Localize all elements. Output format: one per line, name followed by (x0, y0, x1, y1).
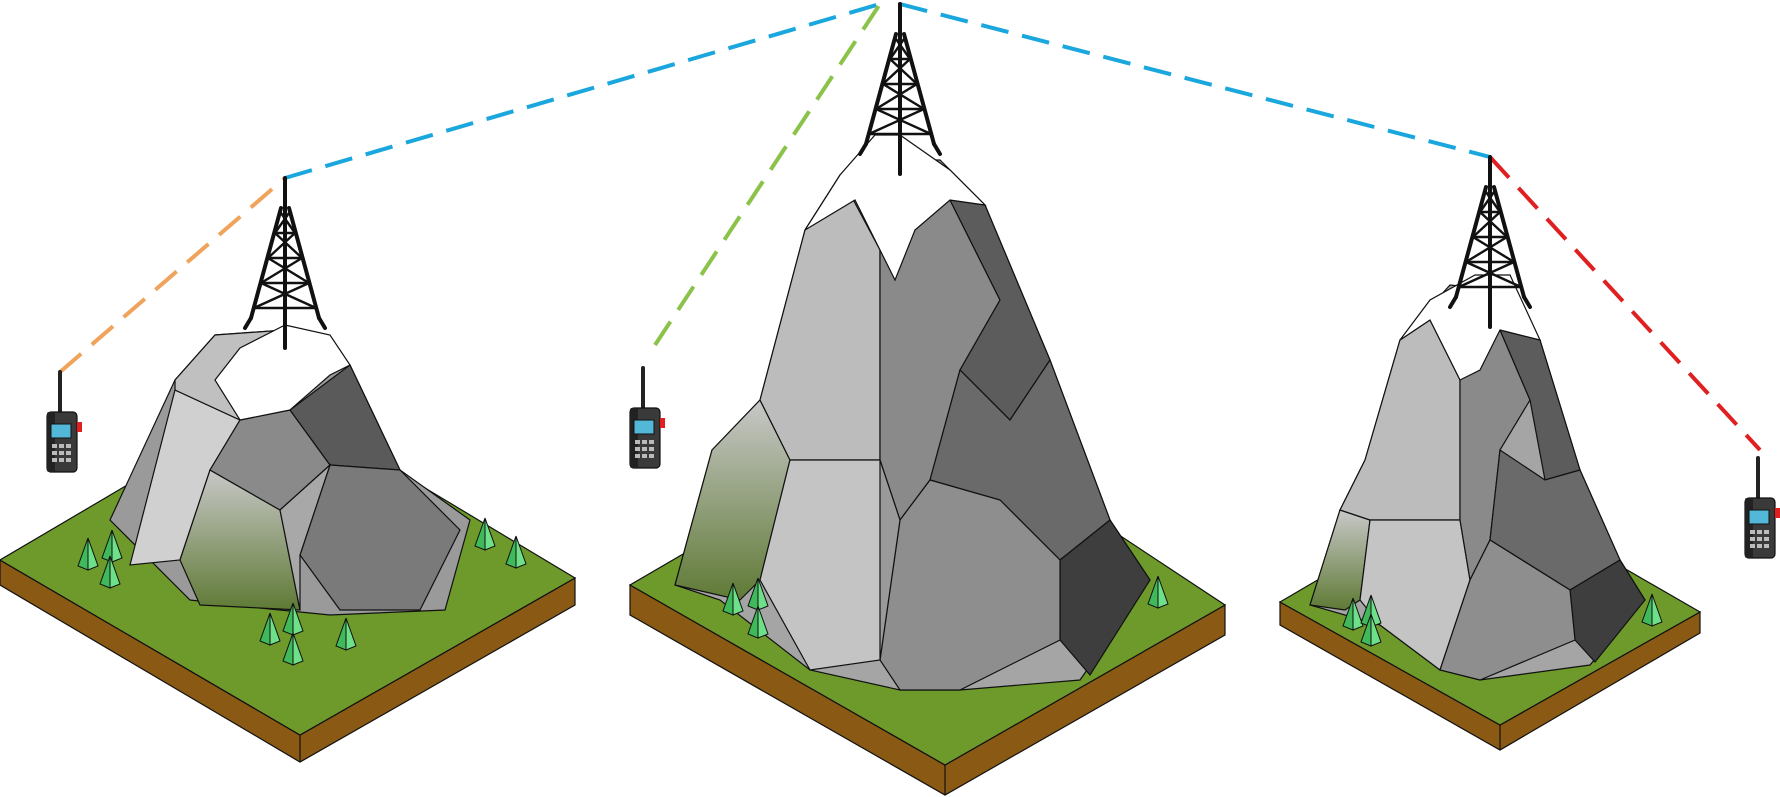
backbone-right (899, 2, 1491, 159)
mountain-center (628, 2, 1227, 796)
access-right (1488, 155, 1762, 452)
snow-cap-center (804, 134, 987, 282)
backbone-left (284, 2, 881, 180)
radio-right (1743, 456, 1780, 560)
radio-links (58, 2, 1762, 452)
access-left (58, 176, 287, 374)
radio-center (628, 366, 667, 470)
radio-left (45, 370, 84, 474)
snow-cap-left (214, 324, 351, 421)
access-center (653, 2, 882, 347)
snow-cap-right (1399, 274, 1542, 381)
mountain-left (0, 176, 577, 763)
mountain-right (1278, 155, 1702, 751)
